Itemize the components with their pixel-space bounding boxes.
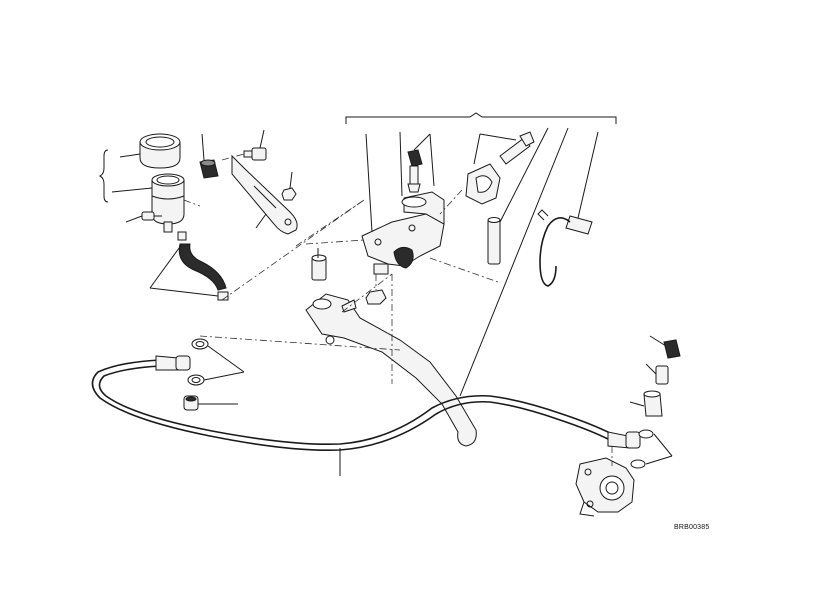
lever-nut <box>365 274 387 305</box>
upper-banjo-bolt <box>183 395 238 411</box>
lower-bleed-valve <box>645 363 669 385</box>
reservoir-brace <box>98 149 109 203</box>
lower-bleed-cap <box>649 335 681 359</box>
drawing-reference-code: BRB00385 <box>674 524 710 531</box>
lower-hose-fitting <box>607 431 641 449</box>
reservoir-cap <box>119 133 181 169</box>
lever-bushing <box>311 248 327 281</box>
group-bracket <box>345 112 617 124</box>
reservoir-bracket <box>231 154 298 235</box>
handlebar-clamp <box>465 131 535 205</box>
slave-cylinder <box>575 446 635 517</box>
spacer-bolt <box>221 129 267 161</box>
bracket-nut <box>281 171 297 201</box>
grommet <box>199 133 219 179</box>
lower-washers <box>630 429 673 469</box>
hydraulic-hose <box>91 359 613 476</box>
reservoir-screw <box>125 211 162 223</box>
clutch-switch <box>537 131 599 287</box>
lower-banjo-bolt <box>629 390 663 417</box>
clutch-lever <box>305 273 477 447</box>
upper-hose-fitting <box>155 355 191 371</box>
master-cylinder <box>361 131 445 275</box>
reservoir <box>111 173 185 233</box>
reservoir-hose <box>149 231 229 301</box>
upper-washers <box>187 338 245 386</box>
pivot-pin <box>487 127 549 265</box>
bleed-valve <box>407 133 435 193</box>
